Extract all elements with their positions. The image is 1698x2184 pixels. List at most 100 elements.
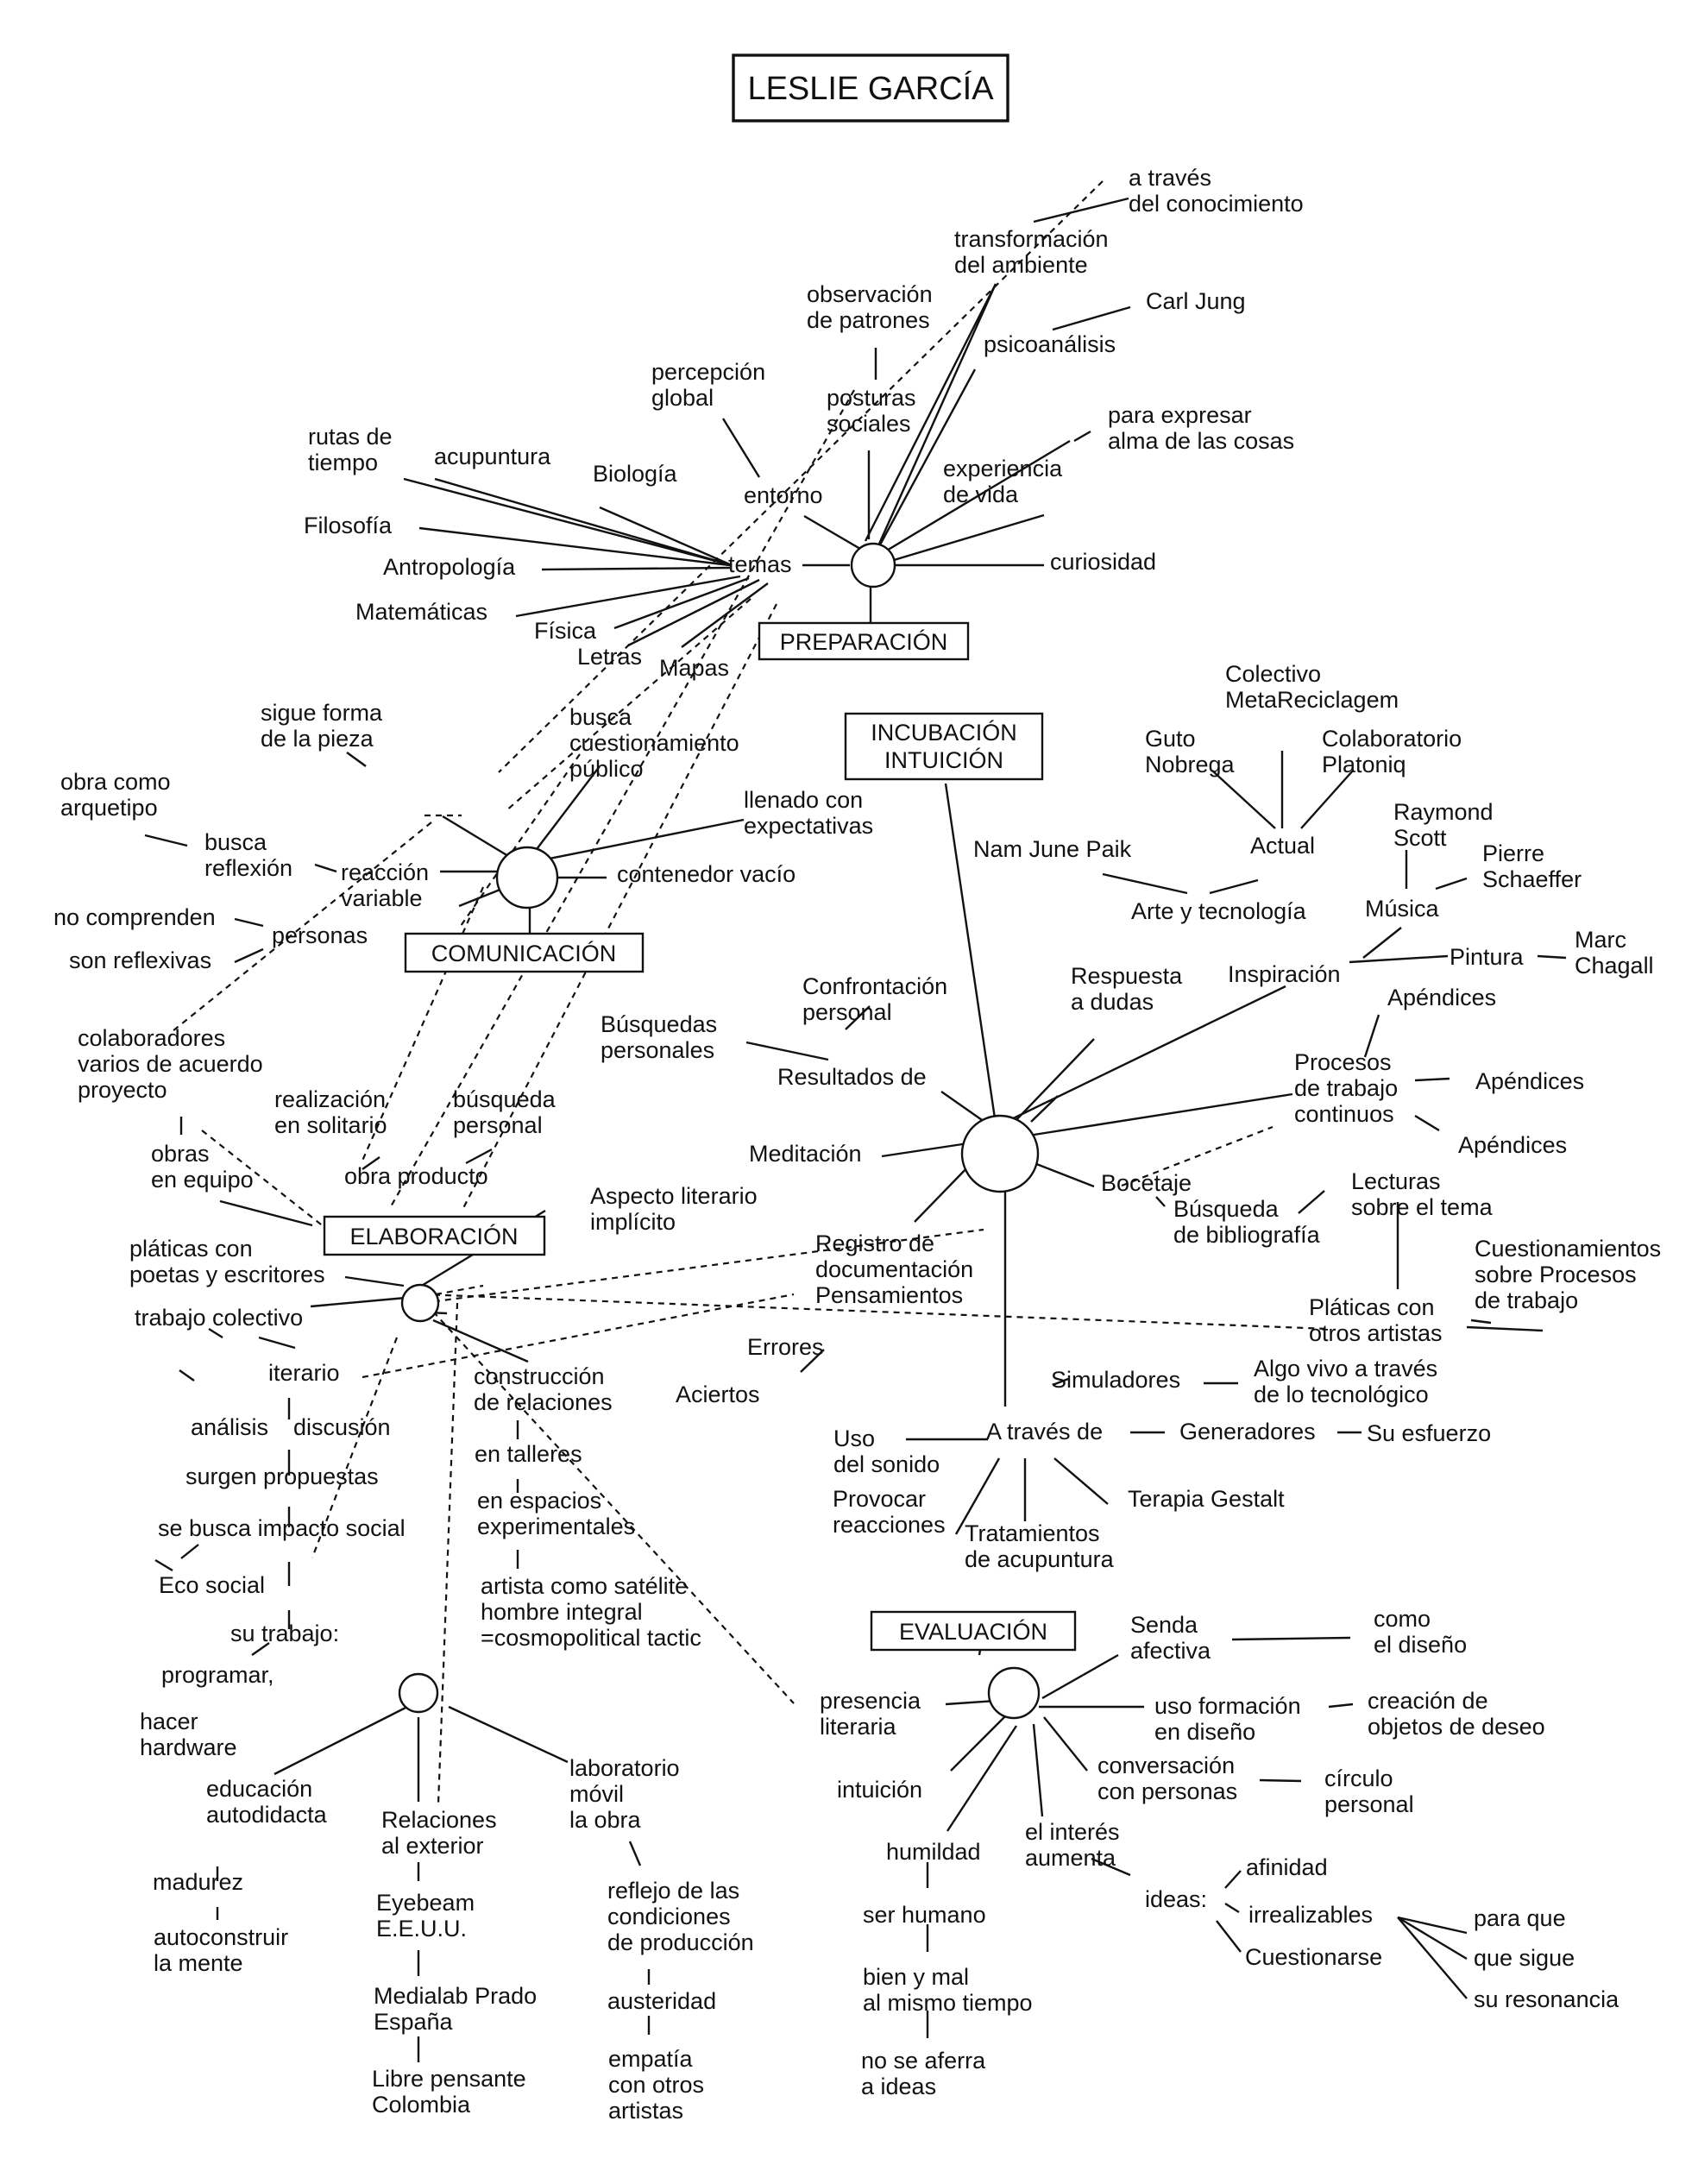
node-label-contenedor: contenedor vacío <box>617 861 796 887</box>
node-label-espacios-line2: experimentales <box>477 1514 635 1539</box>
node-label-actual: Actual <box>1250 833 1315 859</box>
node-label-empatia-line1: empatía <box>608 2046 694 2072</box>
node-label-autoconstruir-line1: autoconstruir <box>154 1924 288 1950</box>
node-label-afinidad: afinidad <box>1246 1854 1328 1880</box>
node-label-tratamientos-line2: de acupuntura <box>965 1546 1115 1572</box>
node-label-algo-vivo-line2: de lo tecnológico <box>1254 1382 1429 1407</box>
node-label-biologia: Biología <box>593 461 678 487</box>
node-label-apendices-1: Apéndices <box>1387 985 1496 1010</box>
node-label-circulo-line1: círculo <box>1324 1765 1393 1791</box>
node-label-reflejo-line1: reflejo de las <box>607 1878 739 1904</box>
node-label-percepcion-line1: percepción <box>651 359 765 385</box>
node-label-terapia: Terapia Gestalt <box>1128 1486 1285 1512</box>
node-label-ser-humano: ser humano <box>863 1902 986 1928</box>
node-label-obras-equipo-line2: en equipo <box>151 1167 254 1193</box>
node-label-inspiracion: Inspiración <box>1228 961 1341 987</box>
node-label-experiencia-line2: de vida <box>943 481 1019 507</box>
node-label-senda-line2: afectiva <box>1130 1638 1211 1664</box>
node-label-lecturas-line1: Lecturas <box>1351 1168 1441 1194</box>
node-label-uso-sonido-line1: Uso <box>833 1426 875 1451</box>
phase-comunicacion-label: COMUNICACIÓN <box>431 940 617 966</box>
node-label-confrontacion-line2: personal <box>802 999 892 1025</box>
node-label-creacion-line2: objetos de deseo <box>1368 1714 1545 1740</box>
node-label-artista-satelite-line1: artista como satélite <box>481 1573 688 1599</box>
dashed-connectors <box>172 180 1330 1804</box>
node-label-matematicas: Matemáticas <box>355 599 487 625</box>
node-label-obras-equipo-line1: obras <box>151 1141 210 1167</box>
node-label-para-que: para que <box>1474 1905 1566 1931</box>
node-label-generadores: Generadores <box>1179 1419 1316 1444</box>
node-label-colectivo-line1: Colectivo <box>1225 661 1321 687</box>
node-label-colaboradores-line3: proyecto <box>78 1077 167 1103</box>
node-label-mapas: Mapas <box>659 655 729 681</box>
node-label-acupuntura: acupuntura <box>434 444 551 469</box>
phase-incubacion-line1: INCUBACIÓN <box>871 719 1017 746</box>
node-label-busca-reflexion-line2: reflexión <box>204 855 292 881</box>
node-label-senda-line1: Senda <box>1130 1612 1198 1638</box>
node-label-construccion-line2: de relaciones <box>474 1389 613 1415</box>
node-label-transformacion-line1: transformación <box>954 226 1109 252</box>
evaluacion-hub <box>987 1666 1041 1720</box>
node-label-colaboratorio-line1: Colaboratorio <box>1322 726 1462 752</box>
node-label-el-interes-line1: el interés <box>1025 1819 1120 1845</box>
node-label-trabajo-colectivo: trabajo colectivo <box>135 1305 303 1331</box>
node-label-realizacion-line1: realización <box>274 1086 386 1112</box>
node-label-conversacion-line1: conversación <box>1097 1753 1235 1778</box>
node-label-pierre-line2: Schaeffer <box>1482 866 1582 892</box>
node-label-pierre-line1: Pierre <box>1482 840 1544 866</box>
node-label-conversacion-line2: con personas <box>1097 1778 1237 1804</box>
node-label-apendices-3: Apéndices <box>1458 1132 1567 1158</box>
node-label-provocar-line1: Provocar <box>833 1486 926 1512</box>
phase-preparacion: PREPARACIÓN <box>758 621 970 661</box>
node-label-lecturas-line2: sobre el tema <box>1351 1194 1494 1220</box>
node-label-su-resonancia: su resonancia <box>1474 1986 1619 2012</box>
node-label-como-diseno-line2: el diseño <box>1374 1632 1467 1658</box>
node-label-su-esfuerzo: Su esfuerzo <box>1367 1420 1491 1446</box>
comunicacion-hub <box>495 846 559 909</box>
node-label-guto-line2: Nobrega <box>1145 752 1236 777</box>
node-label-temas: temas <box>728 551 792 577</box>
node-label-cuestionamientos-line1: Cuestionamientos <box>1475 1236 1661 1262</box>
node-label-sigue-forma-line2: de la pieza <box>261 726 374 752</box>
node-label-a-traves-del-line1: a través <box>1129 165 1211 191</box>
node-label-realizacion-line2: en solitario <box>274 1112 387 1138</box>
node-label-busquedas-personales-line2: personales <box>601 1037 714 1063</box>
node-label-respuesta-line2: a dudas <box>1071 989 1154 1015</box>
phase-evaluacion: EVALUACIÓN <box>870 1610 1077 1652</box>
node-label-resultados: Resultados de <box>777 1064 927 1090</box>
node-label-transformacion-line2: del ambiente <box>954 252 1088 278</box>
node-label-psicoanalisis: psicoanálisis <box>984 331 1116 357</box>
node-label-platicas-poetas-line2: poetas y escritores <box>129 1262 325 1287</box>
node-label-rutas-line1: rutas de <box>308 424 393 450</box>
node-label-posturas-line2: sociales <box>827 411 911 437</box>
node-label-analisis: análisis <box>191 1414 268 1440</box>
node-label-programar: programar, <box>161 1662 274 1688</box>
node-label-creacion-line1: creación de <box>1368 1688 1488 1714</box>
node-label-surgen: surgen propuestas <box>186 1463 379 1489</box>
node-label-observacion-line2: de patrones <box>807 307 930 333</box>
node-label-circulo-line2: personal <box>1324 1791 1414 1817</box>
node-label-laboratorio-line1: laboratorio <box>569 1755 680 1781</box>
node-label-laboratorio-line3: la obra <box>569 1807 642 1833</box>
node-label-hacer-hardware-line1: hacer <box>140 1709 198 1734</box>
node-label-colaboradores-line1: colaboradores <box>78 1025 225 1051</box>
node-label-confrontacion-line1: Confrontación <box>802 973 947 999</box>
phase-incubacion: INCUBACIÓN INTUICIÓN <box>844 712 1044 781</box>
node-label-llenado-line1: llenado con <box>744 787 863 813</box>
elaboracion-hub <box>400 1283 440 1323</box>
node-label-el-interes-line2: aumenta <box>1025 1845 1116 1871</box>
node-label-intuicion: intuición <box>837 1777 922 1803</box>
node-label-platicas-poetas-line1: pláticas con <box>129 1236 253 1262</box>
node-label-son-reflexivas: son reflexivas <box>69 947 211 973</box>
node-label-educacion-line1: educación <box>206 1776 312 1802</box>
node-label-procesos-line3: continuos <box>1294 1101 1394 1127</box>
node-label-busca-cuestionamiento-line1: busca <box>569 704 632 730</box>
node-label-educacion-line2: autodidacta <box>206 1802 328 1828</box>
node-label-presencia-line1: presencia <box>820 1688 921 1714</box>
node-label-artista-satelite-line2: hombre integral <box>481 1599 643 1625</box>
node-label-raymond-line1: Raymond <box>1393 799 1494 825</box>
node-label-laboratorio-line2: móvil <box>569 1781 624 1807</box>
phase-boxes: PREPARACIÓN INCUBACIÓN INTUICIÓN COMUNIC… <box>323 621 1077 1652</box>
node-label-entorno: entorno <box>744 482 823 508</box>
phase-incubacion-line2: INTUICIÓN <box>884 746 1003 773</box>
